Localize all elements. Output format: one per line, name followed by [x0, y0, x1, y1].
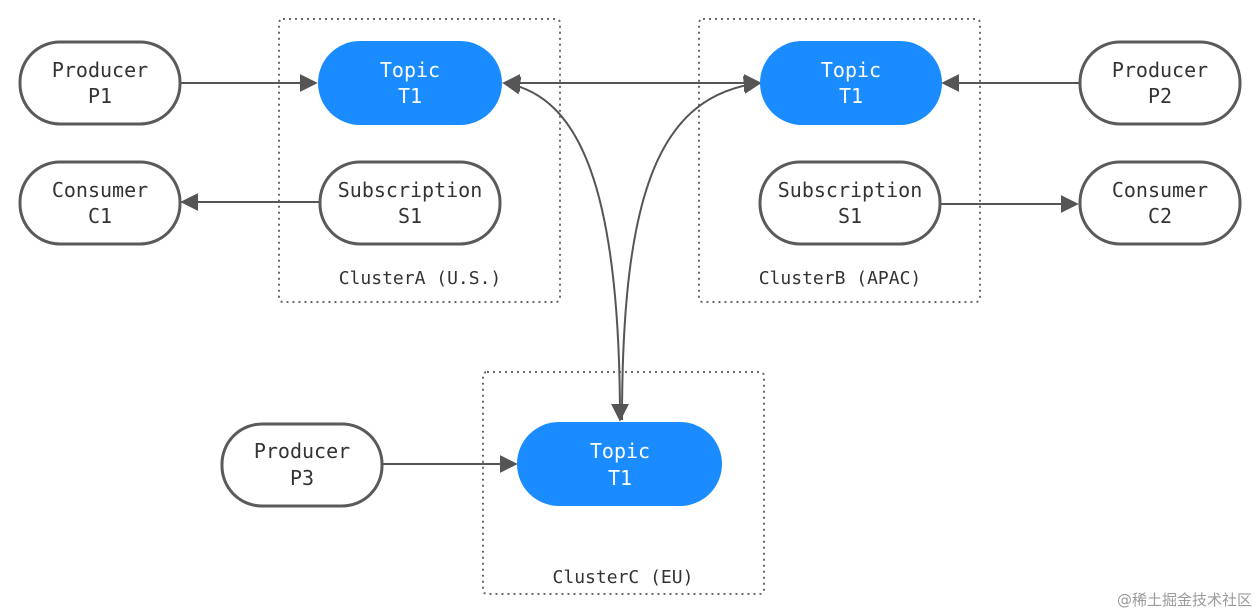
topic-t1-cluster-c: Topic T1 [517, 422, 722, 506]
producer-p2: Producer P2 [1078, 40, 1242, 126]
cluster-a-label: ClusterA (U.S.) [339, 268, 502, 289]
subscription-b-line2: S1 [838, 204, 862, 228]
producer-p1: Producer P1 [18, 40, 182, 126]
producer-p2-line2: P2 [1148, 84, 1172, 108]
cluster-a: ClusterA (U.S.) [278, 18, 561, 303]
cluster-c: ClusterC (EU) [482, 371, 765, 595]
subscription-s1-cluster-a: Subscription S1 [318, 160, 502, 246]
subscription-b-line1: Subscription [778, 178, 923, 202]
producer-p3-line1: Producer [254, 439, 350, 463]
topic-a-line2: T1 [398, 84, 422, 108]
producer-p1-line2: P1 [88, 84, 112, 108]
consumer-c1-line2: C1 [88, 204, 112, 228]
producer-p3: Producer P3 [220, 422, 384, 508]
consumer-c1: Consumer C1 [18, 160, 182, 246]
topic-b-line1: Topic [821, 58, 881, 82]
subscription-a-line1: Subscription [338, 178, 483, 202]
edge-topic-a-topic-c [502, 76, 629, 422]
cluster-c-label: ClusterC (EU) [553, 567, 694, 588]
topic-b-line2: T1 [839, 84, 863, 108]
topic-c-line1: Topic [590, 439, 650, 463]
watermark: @稀土掘金技术社区 [1116, 591, 1252, 609]
topic-t1-cluster-b: Topic T1 [760, 41, 942, 125]
consumer-c2-line1: Consumer [1112, 178, 1208, 202]
edges [180, 74, 1079, 473]
subscription-a-line2: S1 [398, 204, 422, 228]
producer-p3-line2: P3 [290, 466, 314, 490]
consumer-c2-line2: C2 [1148, 204, 1172, 228]
edge-topic-b-topic-c [621, 76, 762, 421]
consumer-c2: Consumer C2 [1078, 160, 1242, 246]
producer-p2-line1: Producer [1112, 58, 1208, 82]
consumer-c1-line1: Consumer [52, 178, 148, 202]
subscription-s1-cluster-b: Subscription S1 [758, 160, 942, 246]
topic-t1-cluster-a: Topic T1 [318, 41, 502, 125]
cluster-b: ClusterB (APAC) [698, 18, 981, 303]
topic-c-line2: T1 [608, 466, 632, 490]
topic-a-line1: Topic [380, 58, 440, 82]
producer-p1-line1: Producer [52, 58, 148, 82]
cluster-b-label: ClusterB (APAC) [759, 268, 922, 289]
